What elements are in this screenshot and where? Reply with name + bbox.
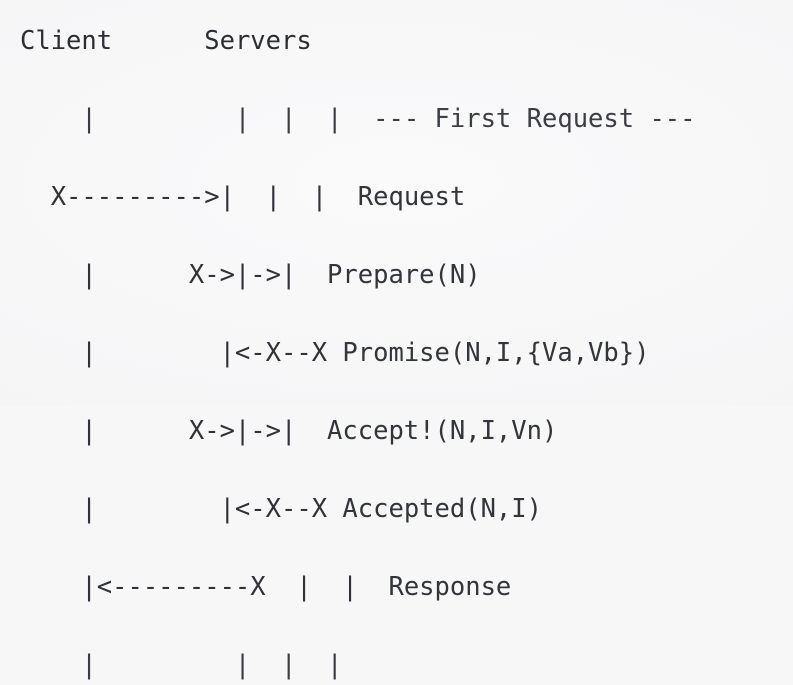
arrow-accept: | X->|->| [20, 416, 328, 446]
arrow-client-response: |<---------X | | [20, 572, 389, 602]
arrow-client-request: X--------->| | | [20, 182, 358, 212]
label-client-response: Response [388, 572, 512, 602]
label-promise: Promise(N,I,{Va,Vb}) [342, 338, 650, 368]
arrow-prepare: | X->|->| [20, 260, 328, 290]
diagram-row-trailing-lifelines: | | | | [20, 646, 696, 685]
diagram-header-row: Client Servers [20, 22, 696, 61]
diagram-row-client-response: |<---------X | | Response [20, 568, 696, 607]
ascii-diagram-canvas: Client Servers | | | | --- First Request… [20, 22, 696, 685]
label-prepare: Prepare(N) [327, 260, 481, 290]
client-column-header: Client [20, 26, 113, 56]
label-accepted: Accepted(N,I) [342, 494, 542, 524]
diagram-row-prepare: | X->|->| Prepare(N) [20, 256, 696, 295]
diagram-row-first-request-header: | | | | --- First Request --- [20, 100, 696, 139]
label-client-request: Request [357, 182, 466, 212]
lifelines-first-request-header: | | | | [20, 104, 374, 134]
label-first-request-header: --- First Request --- [373, 104, 696, 134]
header-spacer [112, 26, 204, 56]
label-accept: Accept!(N,I,Vn) [327, 416, 558, 446]
diagram-row-client-request: X--------->| | | Request [20, 178, 696, 217]
arrow-accepted: | |<-X--X [20, 494, 343, 524]
arrow-promise: | |<-X--X [20, 338, 343, 368]
diagram-row-accepted: | |<-X--X Accepted(N,I) [20, 490, 696, 529]
servers-column-header: Servers [204, 26, 312, 56]
diagram-row-promise: | |<-X--X Promise(N,I,{Va,Vb}) [20, 334, 696, 373]
lifelines-trailing: | | | | [20, 650, 374, 680]
diagram-row-accept: | X->|->| Accept!(N,I,Vn) [20, 412, 696, 451]
